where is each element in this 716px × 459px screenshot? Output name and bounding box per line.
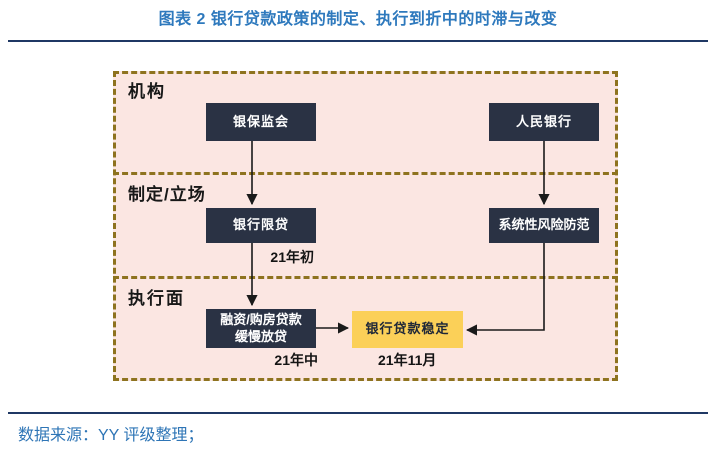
node-cbirc: 银保监会	[206, 103, 316, 141]
node-slow-lending: 融资/购房贷款 缓慢放贷	[206, 309, 316, 348]
node-slow-lending-line2: 缓慢放贷	[234, 328, 287, 344]
node-bank-loan-restriction-label: 银行限贷	[232, 217, 289, 233]
bottom-divider-line	[8, 412, 708, 414]
source-note: 数据来源：YY 评级整理；	[18, 427, 204, 444]
time-label-early-2021: 21年初	[270, 249, 314, 265]
top-divider-line	[8, 40, 708, 42]
section-label-formulation-stance: 制定/立场	[128, 185, 206, 204]
node-bank-loan-stable: 银行贷款稳定	[352, 311, 463, 348]
node-bank-loan-restriction: 银行限贷	[206, 208, 316, 243]
time-label-nov-2021: 21年11月	[378, 352, 437, 368]
section-divider-1	[113, 172, 618, 175]
time-label-mid-2021: 21年中	[274, 352, 318, 368]
figure-title: 图表 2 银行贷款政策的制定、执行到折中的时滞与改变	[158, 11, 558, 28]
node-bank-loan-stable-label: 银行贷款稳定	[365, 321, 450, 337]
section-divider-2	[113, 276, 618, 279]
node-systemic-risk-prevention-label: 系统性风险防范	[498, 217, 590, 233]
node-pboc-label: 人民银行	[515, 113, 572, 129]
section-label-institutions: 机构	[128, 82, 166, 101]
node-pboc: 人民银行	[489, 103, 599, 141]
node-systemic-risk-prevention: 系统性风险防范	[489, 208, 599, 243]
node-cbirc-label: 银保监会	[232, 113, 289, 129]
node-slow-lending-line1: 融资/购房贷款	[220, 311, 302, 327]
section-label-execution: 执行面	[128, 289, 185, 308]
